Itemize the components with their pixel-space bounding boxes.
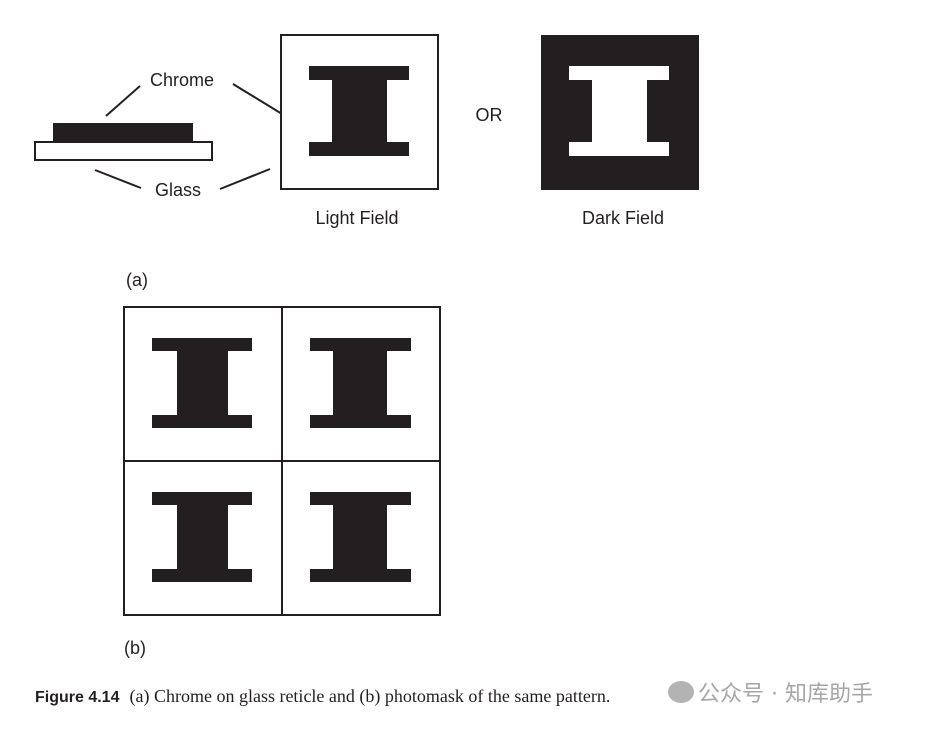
or-label: OR — [476, 105, 503, 125]
part-a-label: (a) — [126, 270, 148, 290]
die-i-pattern — [152, 492, 252, 582]
glass-substrate — [34, 141, 213, 161]
chrome-label: Chrome — [150, 70, 214, 90]
die-i-pattern — [310, 492, 411, 582]
glass-leader-line — [94, 169, 142, 189]
wechat-icon — [668, 681, 694, 703]
chrome-layer — [53, 123, 193, 142]
die-i-pattern — [310, 338, 411, 428]
dark-field-label: Dark Field — [582, 208, 664, 228]
light-field-i-pattern — [309, 66, 409, 156]
part-b-label: (b) — [124, 638, 146, 658]
figure-caption: Figure 4.14 (a) Chrome on glass reticle a… — [35, 685, 715, 709]
light-field-label: Light Field — [315, 208, 398, 228]
dark-field-i-pattern — [569, 66, 669, 156]
watermark: 公众号 · 知库助手 — [668, 676, 873, 708]
die-i-pattern — [152, 338, 252, 428]
chrome-leader-line — [105, 85, 141, 117]
watermark-text: 公众号 · 知库助手 — [698, 682, 873, 707]
glass-label: Glass — [155, 180, 201, 200]
figure-number: Figure 4.14 — [35, 689, 120, 706]
caption-text: (a) Chrome on glass reticle and (b) phot… — [129, 686, 611, 706]
glass-leader-line — [219, 168, 271, 190]
